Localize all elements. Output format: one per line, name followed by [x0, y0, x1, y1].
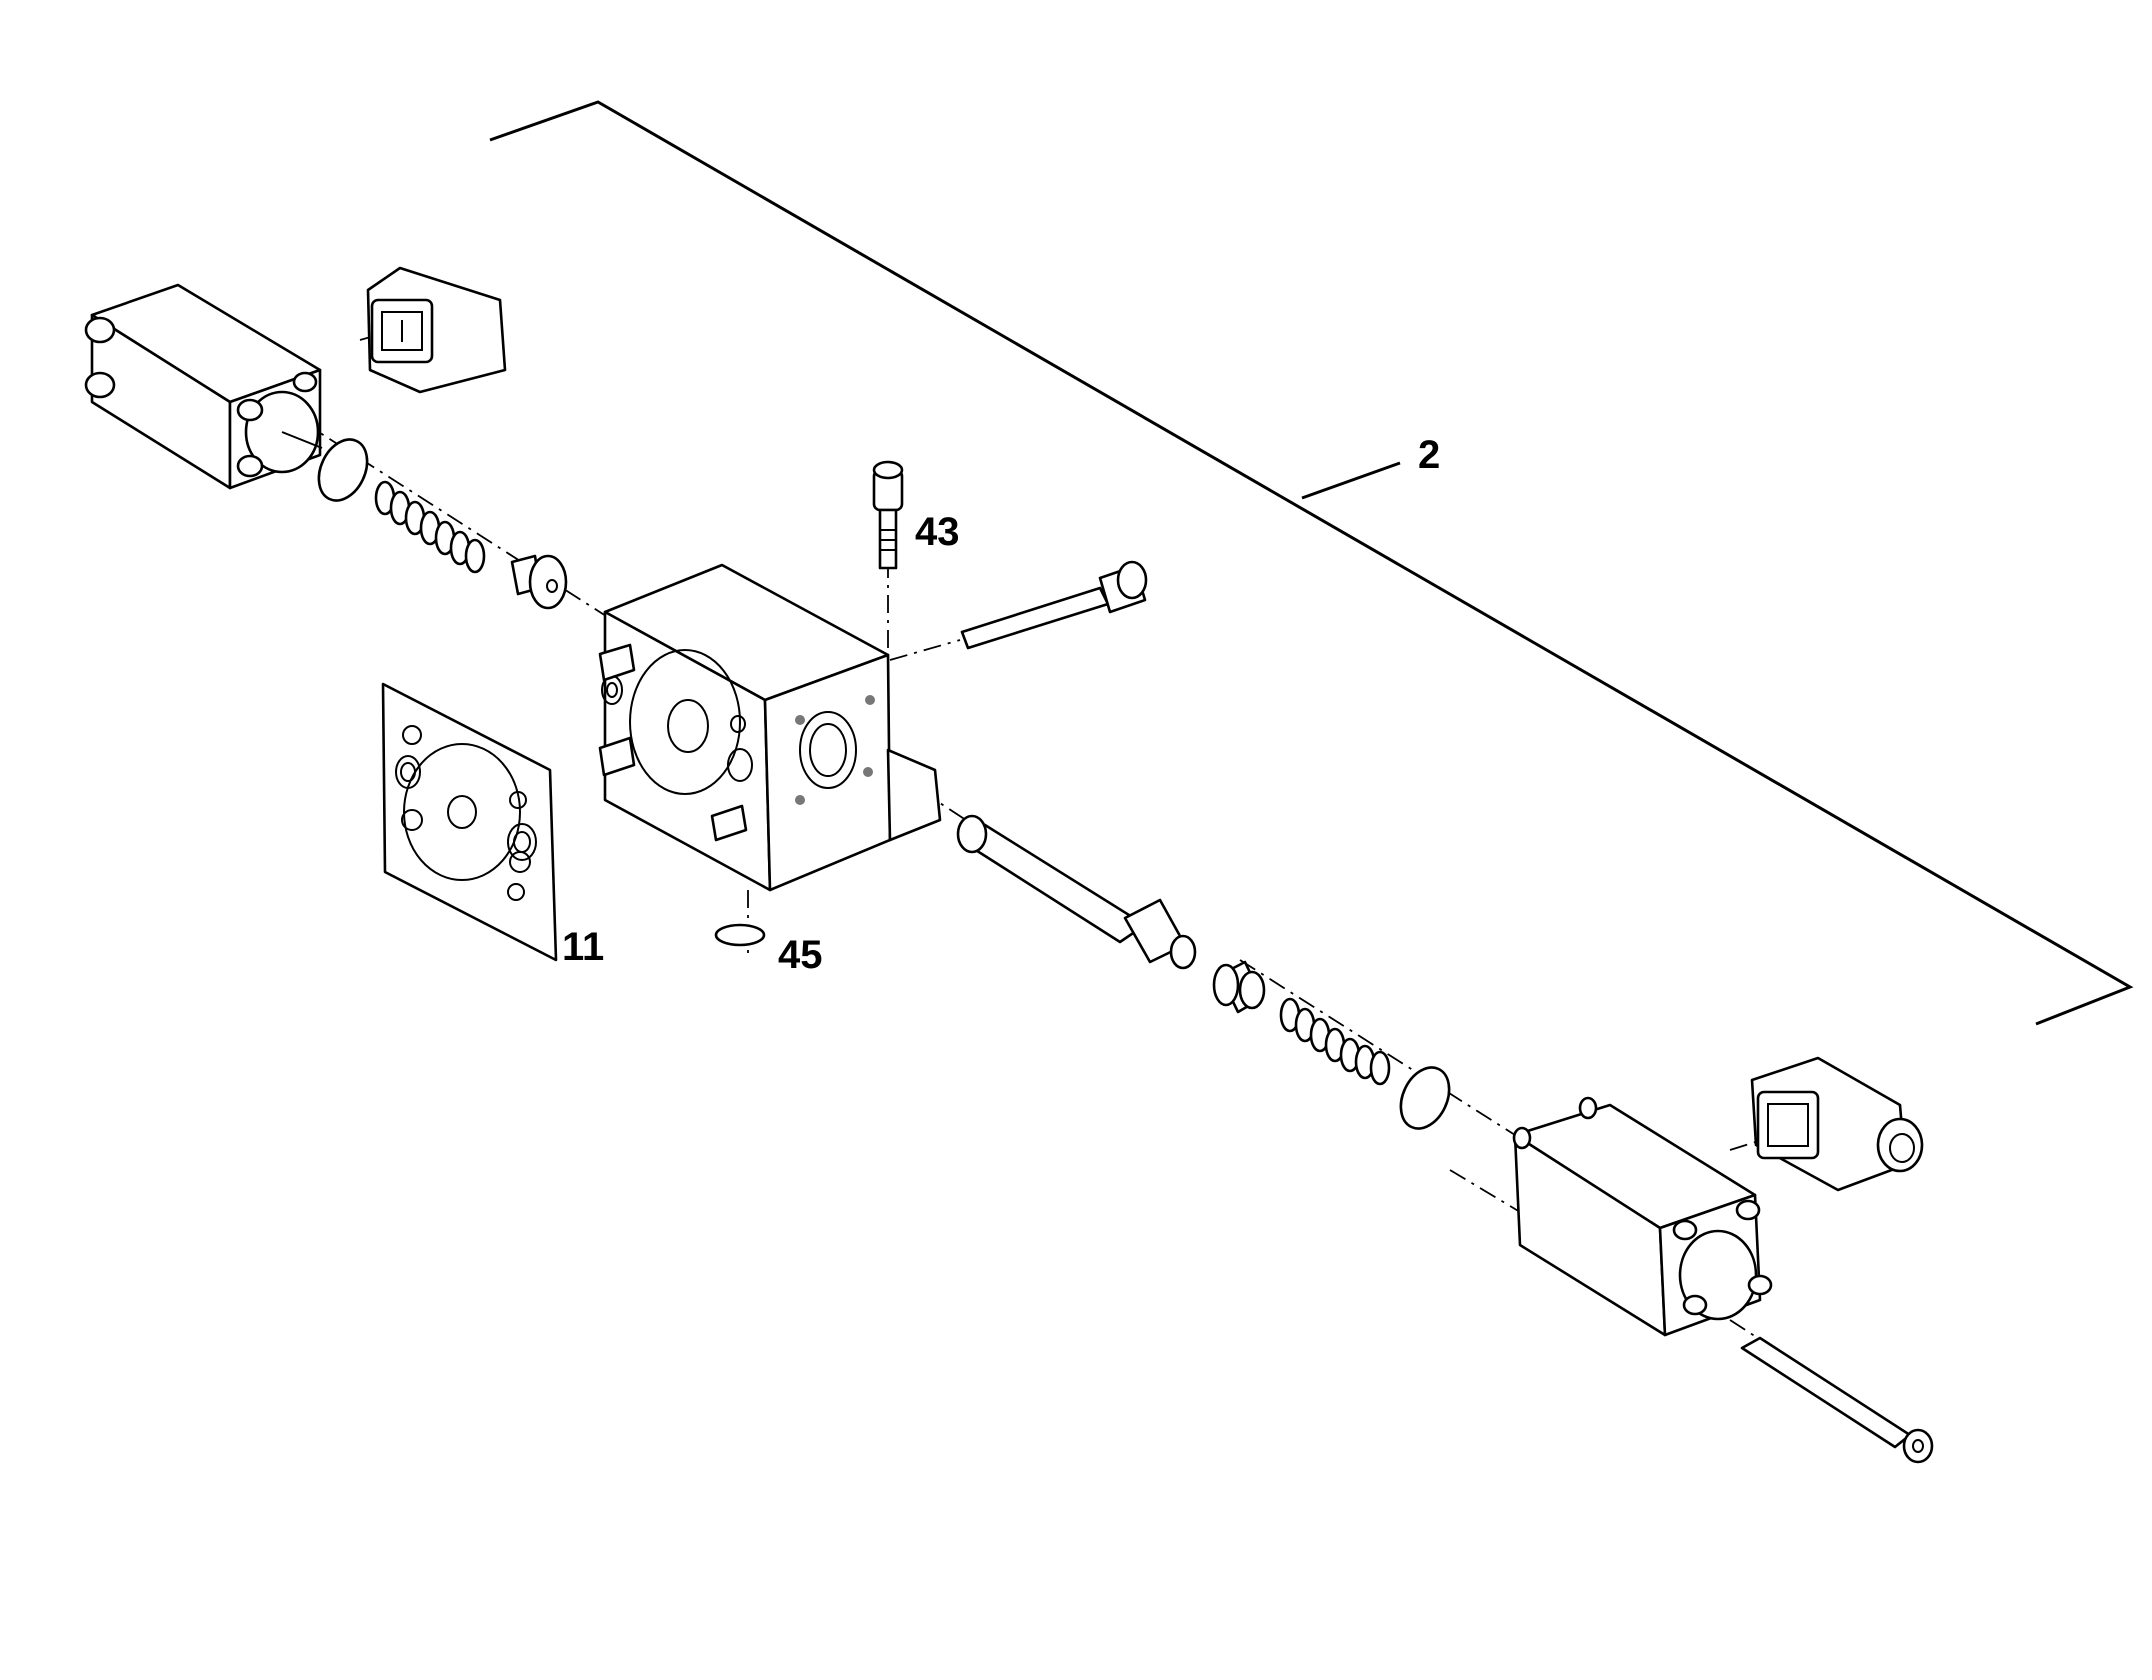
callout-11: 11: [562, 925, 604, 969]
spool-end-right: [1212, 960, 1266, 1014]
connector-plug-left: [366, 266, 507, 394]
valve-spool: [956, 814, 1197, 970]
spool-end-left: [510, 554, 568, 610]
valve-body-block: [601, 563, 942, 892]
callout-45: 45: [778, 933, 823, 977]
gasket-plate: [381, 682, 558, 962]
spring-right: [1279, 997, 1391, 1086]
connector-plug-right: [1750, 1056, 1924, 1192]
o-ring-left: [317, 438, 369, 502]
assembly-bracket: [489, 100, 2134, 1026]
solenoid-coil-right: [1512, 1096, 1773, 1337]
solenoid-coil-left: [84, 283, 323, 490]
long-bolt-lower: [1740, 1336, 1934, 1464]
callout-2: 2: [1418, 433, 1440, 477]
cap-screw-vertical: [872, 460, 904, 570]
o-ring-right: [1399, 1066, 1451, 1130]
o-ring-45: [714, 923, 766, 947]
long-bolt-upper: [960, 560, 1148, 650]
callout-43: 43: [915, 510, 960, 554]
spring-left: [374, 480, 486, 574]
stud-bolts: [598, 643, 748, 842]
